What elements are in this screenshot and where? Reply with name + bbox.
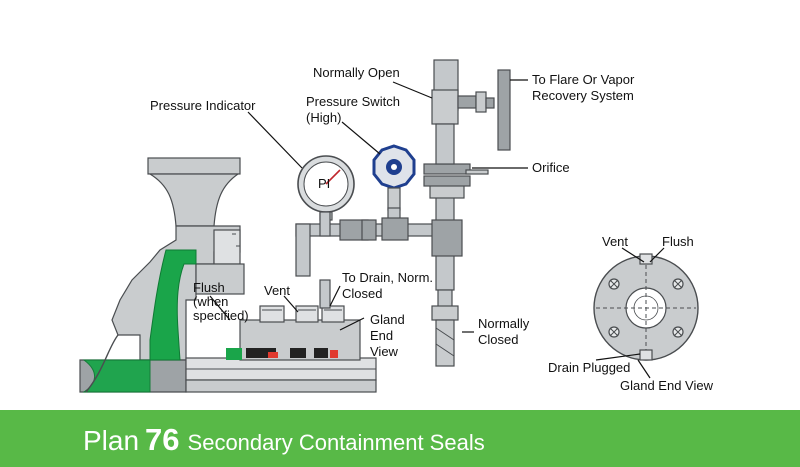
seal-housing [185, 305, 377, 393]
plan-76-diagram: PI [79, 59, 714, 393]
pressure-indicator-label: Pressure Indicator [150, 98, 256, 113]
gland-label-line3: View [370, 344, 399, 359]
drain-label-line1: To Drain, Norm. [342, 270, 433, 285]
end-view-flush-label: Flush [662, 234, 694, 249]
labels: Normally Open To Flare Or Vapor Recovery… [150, 65, 714, 393]
gland-label-line2: End [370, 328, 393, 343]
pump-casing [79, 157, 245, 393]
drain-plugged-label: Drain Plugged [548, 360, 630, 375]
pressure-switch-label-line1: Pressure Switch [306, 94, 400, 109]
flare-label-line2: Recovery System [532, 88, 634, 103]
normally-open-label: Normally Open [313, 65, 400, 80]
normally-closed-label-line1: Normally [478, 316, 530, 331]
plan-word: Plan [83, 425, 140, 456]
flush-label-line2: (when [193, 294, 228, 309]
plan-number: 76 [145, 422, 180, 457]
drain-label-line2: Closed [342, 286, 382, 301]
end-view-vent-label: Vent [602, 234, 628, 249]
leader-lines [209, 79, 665, 379]
gland-label-line1: Gland [370, 312, 405, 327]
normally-closed-label-line2: Closed [478, 332, 518, 347]
gauge-pi-text: PI [318, 176, 330, 191]
gland-end-view-label: Gland End View [620, 378, 714, 393]
flush-label-line3: specified) [193, 308, 249, 323]
pressure-gauge: PI [297, 155, 355, 221]
piping [295, 59, 511, 367]
plan-title: Secondary Containment Seals [187, 430, 485, 455]
orifice-label: Orifice [532, 160, 570, 175]
flush-label-line1: Flush [193, 280, 225, 295]
pressure-switch [372, 144, 416, 211]
flare-label-line1: To Flare Or Vapor [532, 72, 635, 87]
vent-label: Vent [264, 283, 290, 298]
gland-end-view [593, 253, 699, 361]
pressure-switch-label-line2: (High) [306, 110, 341, 125]
